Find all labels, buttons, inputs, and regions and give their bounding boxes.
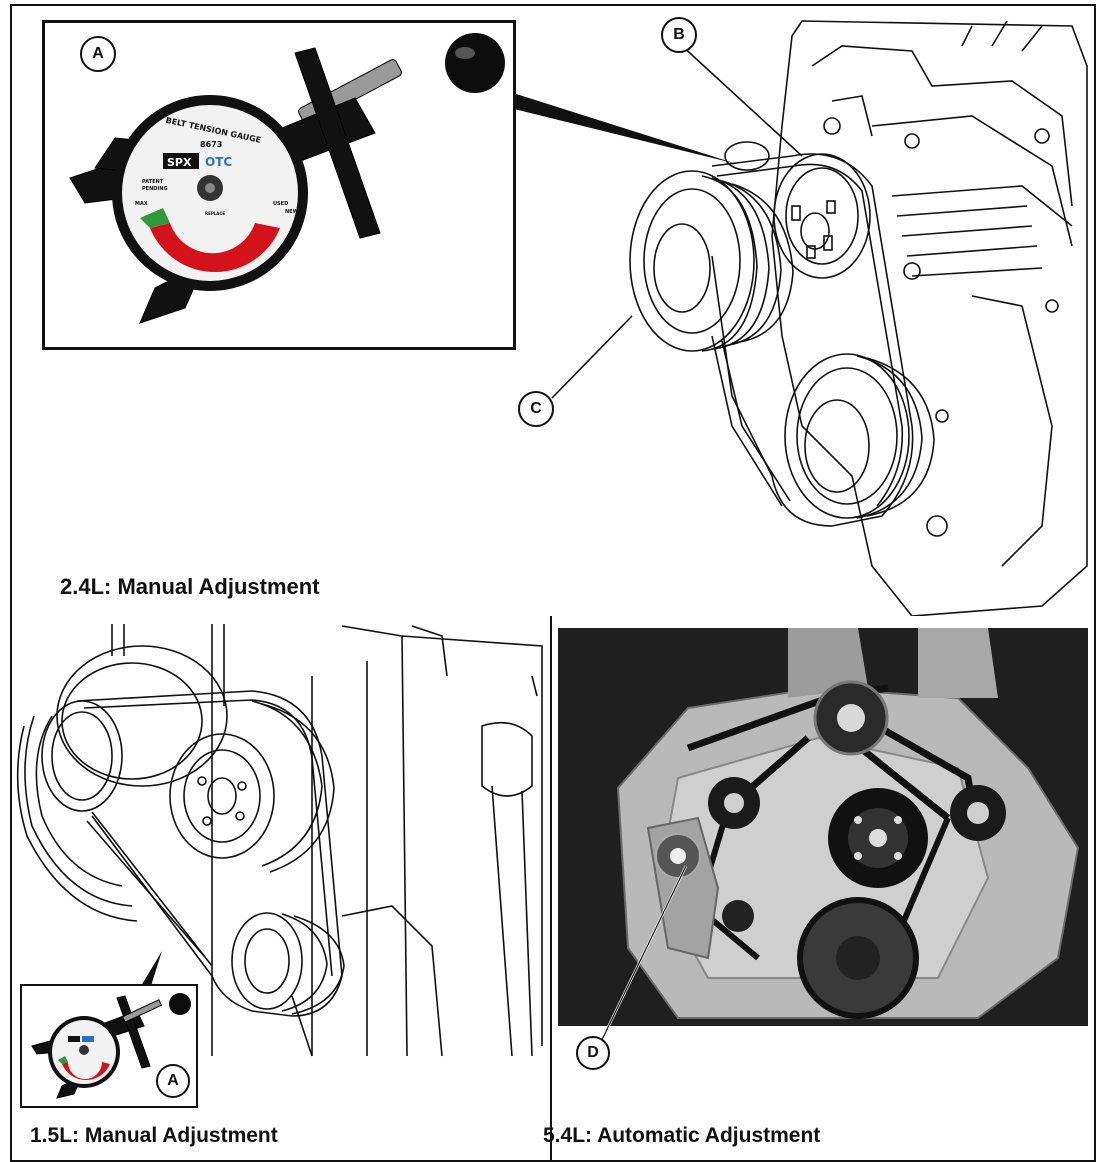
callout-c: C [518,391,554,427]
gauge-inset-top: BELT TENSION GAUGE 8673 SPX OTC PATENT P… [42,20,516,350]
callout-d: D [576,1036,610,1070]
engine-5-4l-photo [558,628,1088,1049]
gauge-replace-text: REPLACE [205,211,225,216]
gauge-max-text: MAX [135,201,148,207]
caption-1-5l: 1.5L: Manual Adjustment [30,1124,278,1147]
panel-5-4l: D 5.4L: Automatic Adjustment [543,616,1096,1162]
gauge-inset-bottom [20,984,198,1108]
panel-1-5l: A 1.5L: Manual Adjustment [10,616,552,1162]
gauge-brand-left: SPX [167,156,192,169]
callout-b: B [661,17,697,53]
engine-2-4l-drawing [510,20,1088,617]
gauge-patent-text: PATENT [142,179,164,185]
gauge-brand-right: OTC [205,155,232,169]
panel-2-4l: BELT TENSION GAUGE 8673 SPX OTC PATENT P… [10,4,1096,618]
gauge-new-text: NEW [285,209,299,215]
belt-tension-gauge-photo-small [31,993,191,1099]
callout-a-bottom: A [156,1064,190,1098]
belt-tension-gauge-photo: BELT TENSION GAUGE 8673 SPX OTC PATENT P… [69,33,505,324]
gauge-model-text: 8673 [200,140,222,149]
caption-2-4l: 2.4L: Manual Adjustment [60,574,320,599]
gauge-pending-text: PENDING [142,186,168,192]
caption-5-4l: 5.4L: Automatic Adjustment [543,1124,821,1147]
gauge-used-text: USED [273,201,288,207]
callout-a-top: A [80,36,116,72]
